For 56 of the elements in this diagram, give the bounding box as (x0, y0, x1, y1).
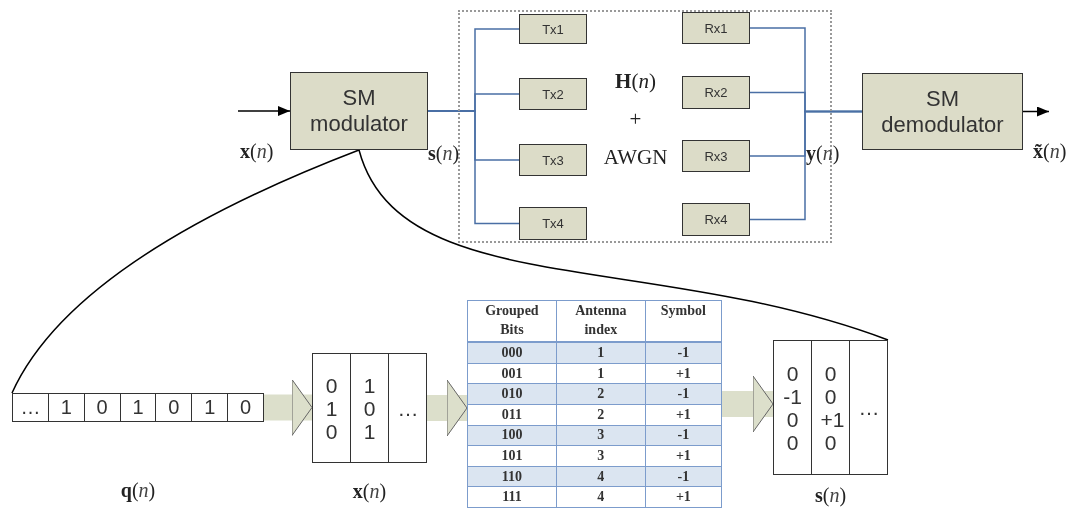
zoom-line (11, 149, 360, 394)
bit-group: 111 (467, 486, 557, 508)
antenna-index: 2 (556, 404, 646, 426)
channel-label: H(n) + AWGN (602, 68, 669, 171)
bit-group: 000 (467, 342, 557, 364)
signal-label: s(n) (428, 142, 460, 165)
bit-group: 100 (467, 425, 557, 446)
bit-value: 0 (239, 395, 253, 420)
block-arrow (427, 379, 468, 437)
arrow (1022, 106, 1050, 117)
symbol-value: +1 (645, 486, 722, 508)
process-box: SM demodulator (862, 73, 1023, 150)
antenna-box: Tx4 (519, 207, 587, 240)
antenna-index: 4 (556, 486, 646, 508)
signal-label: s(n) (813, 484, 848, 507)
bit-group: 001 (467, 363, 557, 384)
bit-value: 1 (192, 394, 229, 421)
signal-label: y(n) (806, 142, 840, 165)
block-arrow (722, 375, 774, 433)
process-box: SM modulator (290, 72, 428, 150)
bit-group: 011 (467, 404, 557, 426)
antenna-box: Tx3 (519, 144, 587, 176)
bit-value: 0 (84, 394, 121, 421)
antenna-box: Rx1 (682, 12, 750, 44)
signal-label: x̃(n) (1033, 140, 1067, 163)
channel-region (458, 10, 832, 243)
signal-line (749, 110, 863, 221)
symbol-value: +1 (645, 445, 722, 467)
block-arrow (264, 379, 313, 436)
antenna-box: Rx4 (682, 203, 750, 236)
matrix-column: 0 -1 0 0 (782, 361, 803, 454)
antenna-box: Rx3 (682, 140, 750, 172)
antenna-box: Tx1 (519, 14, 587, 44)
antenna-index: 3 (556, 445, 646, 467)
signal-label: x(n) (351, 480, 388, 503)
matrix-column: 0 1 0 (321, 373, 342, 443)
signal-label: q(n) (119, 479, 157, 502)
signal-label: x(n) (240, 140, 274, 163)
antenna-index: 1 (556, 363, 646, 384)
ellipsis: … (13, 394, 49, 421)
ellipsis: … (397, 396, 418, 420)
arrow (237, 106, 291, 116)
bit-group: 110 (467, 466, 557, 487)
antenna-box: Tx2 (519, 78, 587, 110)
bit-value: 0 (156, 394, 193, 421)
bit-group: 010 (467, 383, 557, 405)
mapping-table (467, 300, 722, 508)
zoom-line (358, 149, 889, 341)
symbol-value: +1 (645, 363, 722, 384)
symbol-value: +1 (645, 404, 722, 426)
antenna-box: Rx2 (682, 76, 750, 109)
matrix-column: 1 0 1 (359, 373, 380, 443)
ellipsis: … (858, 396, 879, 419)
bit-value: 1 (48, 394, 85, 421)
bit-group: 101 (467, 445, 557, 467)
bit-value: 1 (120, 394, 157, 421)
